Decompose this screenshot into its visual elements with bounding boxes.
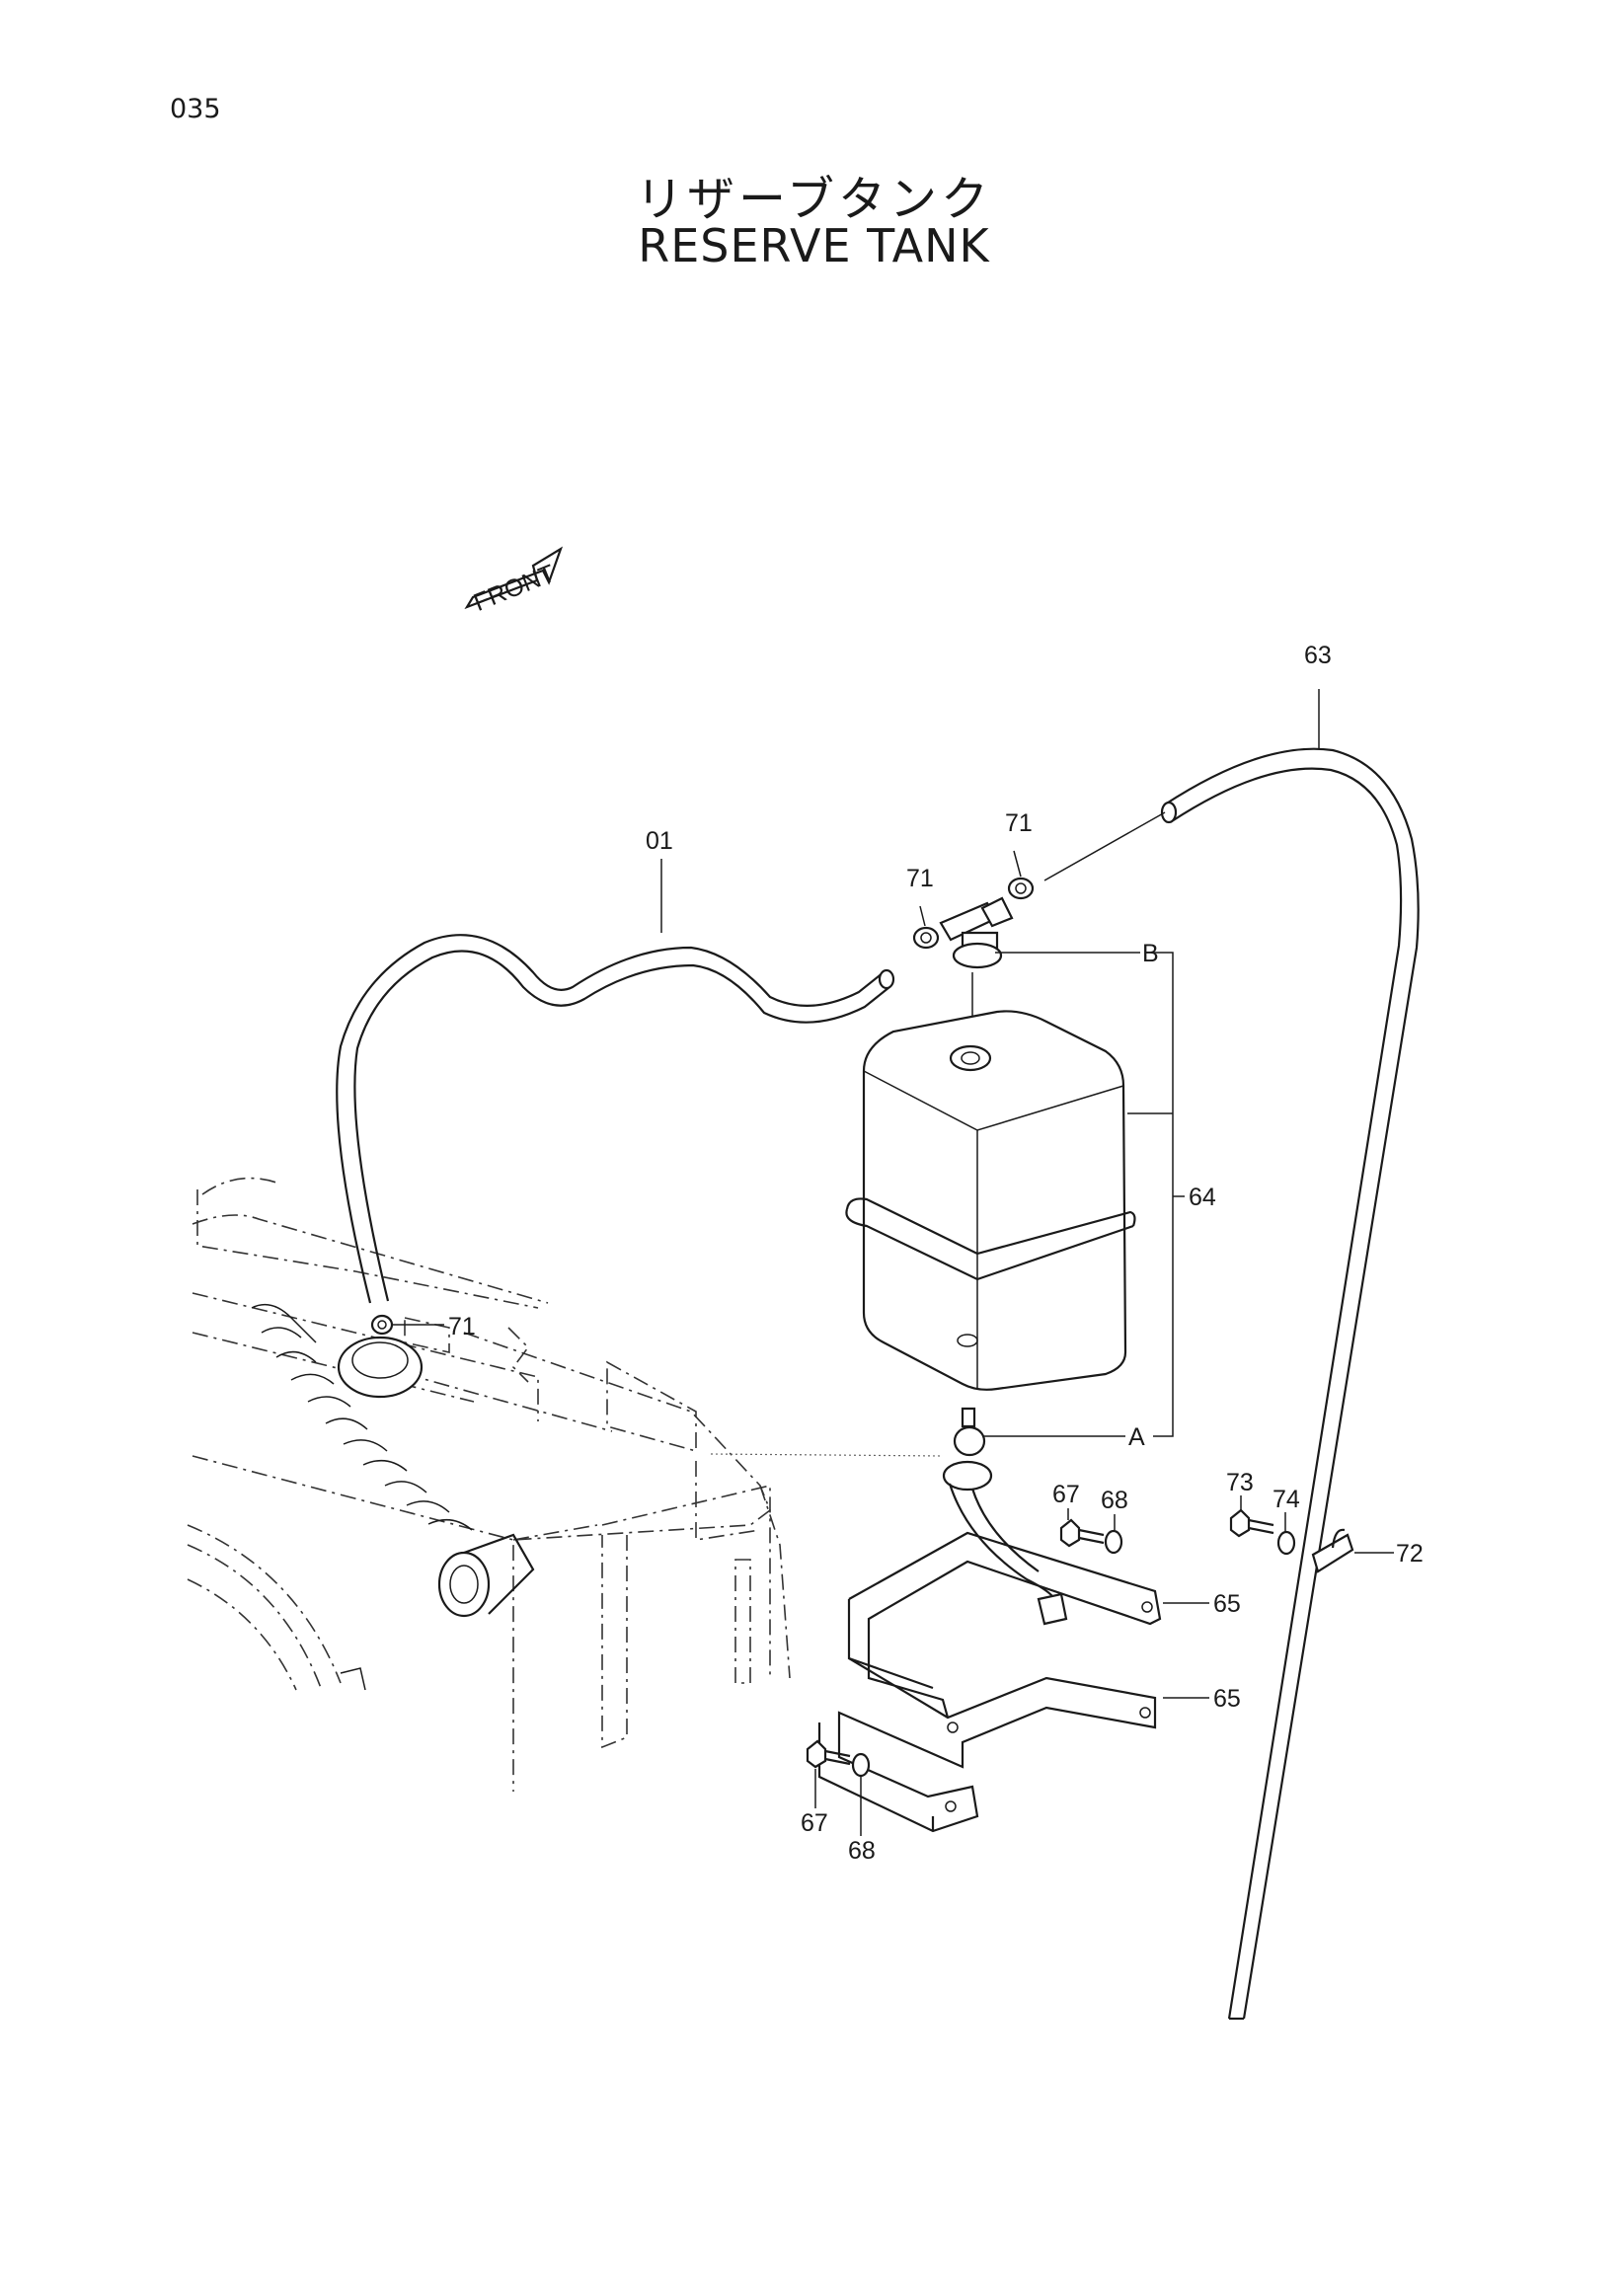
label-01: 01 [646, 827, 673, 855]
clamp-72 [1311, 1528, 1354, 1573]
hose-clamp-71a [912, 926, 940, 950]
label-A: A [1128, 1423, 1145, 1451]
bolt-73 [1229, 1508, 1274, 1538]
front-arrow-icon: FRONT [464, 546, 564, 617]
label-68-bottom: 68 [848, 1837, 876, 1865]
label-65-lower: 65 [1213, 1685, 1241, 1713]
hose-01 [336, 934, 895, 1304]
label-71-radiator: 71 [448, 1313, 476, 1340]
mounting-bracket-lower [817, 1657, 1157, 1833]
washer-68b [851, 1752, 871, 1778]
label-67-bottom: 67 [801, 1809, 828, 1837]
hose-63 [1160, 747, 1420, 2021]
washer-68a [1104, 1529, 1123, 1555]
washer-74 [1276, 1530, 1296, 1556]
radiator-assembly [187, 1177, 944, 1792]
label-B: B [1142, 940, 1159, 967]
front-label: FRONT [470, 560, 559, 617]
title-japanese: リザーブタンク [635, 172, 993, 227]
label-72: 72 [1396, 1540, 1424, 1568]
label-71-top: 71 [1005, 809, 1033, 837]
tee-joint [939, 896, 1014, 969]
hose-clamp-71b [1007, 877, 1035, 900]
bolt-67a [1059, 1518, 1105, 1548]
leader-lines [392, 689, 1394, 1836]
label-64: 64 [1189, 1184, 1216, 1211]
lower-fitting [942, 1407, 1068, 1626]
hose-clamp-71c [370, 1314, 394, 1336]
title-english: RESERVE TANK [638, 219, 990, 272]
label-73: 73 [1226, 1469, 1254, 1496]
part-labels: 01 63 71 71 71 B 64 A 67 68 73 74 72 65 … [448, 642, 1424, 1865]
reserve-tank [845, 1010, 1136, 1391]
label-65-upper: 65 [1213, 1590, 1241, 1618]
label-63: 63 [1304, 642, 1332, 669]
label-71-left: 71 [906, 865, 934, 892]
label-74: 74 [1273, 1486, 1300, 1513]
label-68-top: 68 [1101, 1487, 1128, 1514]
bolt-67b [806, 1739, 851, 1769]
label-67-top: 67 [1052, 1481, 1080, 1508]
page-number: 035 [170, 94, 221, 124]
